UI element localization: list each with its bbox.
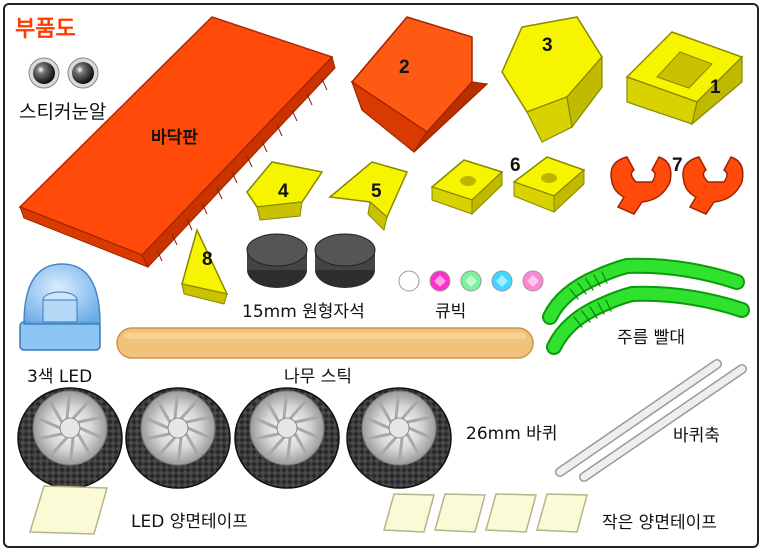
sticker-eye-left bbox=[28, 57, 60, 89]
part-7-right bbox=[682, 156, 744, 215]
part-2 bbox=[350, 16, 489, 153]
straw-pair bbox=[542, 257, 750, 355]
magnet-left bbox=[246, 233, 308, 288]
part-number-1: 1 bbox=[710, 77, 721, 98]
cubic-gem bbox=[398, 270, 420, 292]
wheel bbox=[17, 387, 123, 489]
led-tape bbox=[28, 485, 108, 535]
part-4 bbox=[246, 161, 324, 221]
part-7-left bbox=[610, 156, 672, 215]
axle-pair bbox=[555, 359, 747, 482]
part-number-8: 8 bbox=[202, 249, 213, 270]
label-led: 3색 LED bbox=[27, 367, 93, 387]
label-led-tape: LED 양면테이프 bbox=[131, 512, 248, 532]
magnet-right bbox=[314, 233, 376, 288]
part-1 bbox=[625, 31, 744, 126]
cubic-gems bbox=[398, 270, 544, 292]
small-tape bbox=[485, 493, 537, 533]
label-wheel: 26mm 바퀴 bbox=[466, 424, 558, 444]
cubic-gem bbox=[460, 270, 482, 292]
parts-diagram: 부품도 스티커눈알 바닥판 15mm 원형자석 큐빅 주름 빨대 3색 LED … bbox=[3, 3, 759, 548]
part-6-left bbox=[430, 159, 504, 216]
label-base-plate: 바닥판 bbox=[151, 128, 198, 148]
cubic-gem bbox=[491, 270, 513, 292]
part-number-6: 6 bbox=[510, 155, 521, 176]
label-cubic: 큐빅 bbox=[435, 302, 467, 322]
sticker-eye-right bbox=[67, 57, 99, 89]
small-tape bbox=[536, 493, 588, 533]
wooden-stick bbox=[116, 327, 534, 359]
part-number-5: 5 bbox=[371, 181, 382, 202]
small-tape bbox=[434, 493, 486, 533]
small-tape bbox=[383, 493, 435, 533]
cubic-gem bbox=[429, 270, 451, 292]
part-6-right bbox=[512, 156, 586, 214]
part-5 bbox=[328, 161, 409, 231]
wheel-set bbox=[17, 387, 452, 489]
small-tapes bbox=[383, 493, 588, 533]
label-magnet: 15mm 원형자석 bbox=[242, 302, 365, 322]
wheel bbox=[125, 387, 231, 489]
part-number-2: 2 bbox=[399, 57, 410, 78]
label-stick: 나무 스틱 bbox=[284, 367, 352, 387]
label-axle: 바퀴축 bbox=[673, 426, 720, 446]
label-small-tape: 작은 양면테이프 bbox=[602, 513, 717, 533]
cubic-gem bbox=[522, 270, 544, 292]
part-number-3: 3 bbox=[542, 35, 553, 56]
wheel bbox=[234, 387, 340, 489]
parts-illustration bbox=[17, 16, 750, 535]
wheel bbox=[346, 387, 452, 489]
part-number-7: 7 bbox=[672, 155, 683, 176]
label-sticker-eyes: 스티커눈알 bbox=[19, 101, 107, 123]
base-plate bbox=[18, 16, 336, 268]
led-module bbox=[19, 263, 101, 351]
part-number-4: 4 bbox=[278, 181, 289, 202]
label-straw: 주름 빨대 bbox=[617, 328, 685, 348]
part-3 bbox=[501, 16, 603, 143]
part-8 bbox=[181, 227, 229, 305]
page-title: 부품도 bbox=[15, 17, 76, 42]
